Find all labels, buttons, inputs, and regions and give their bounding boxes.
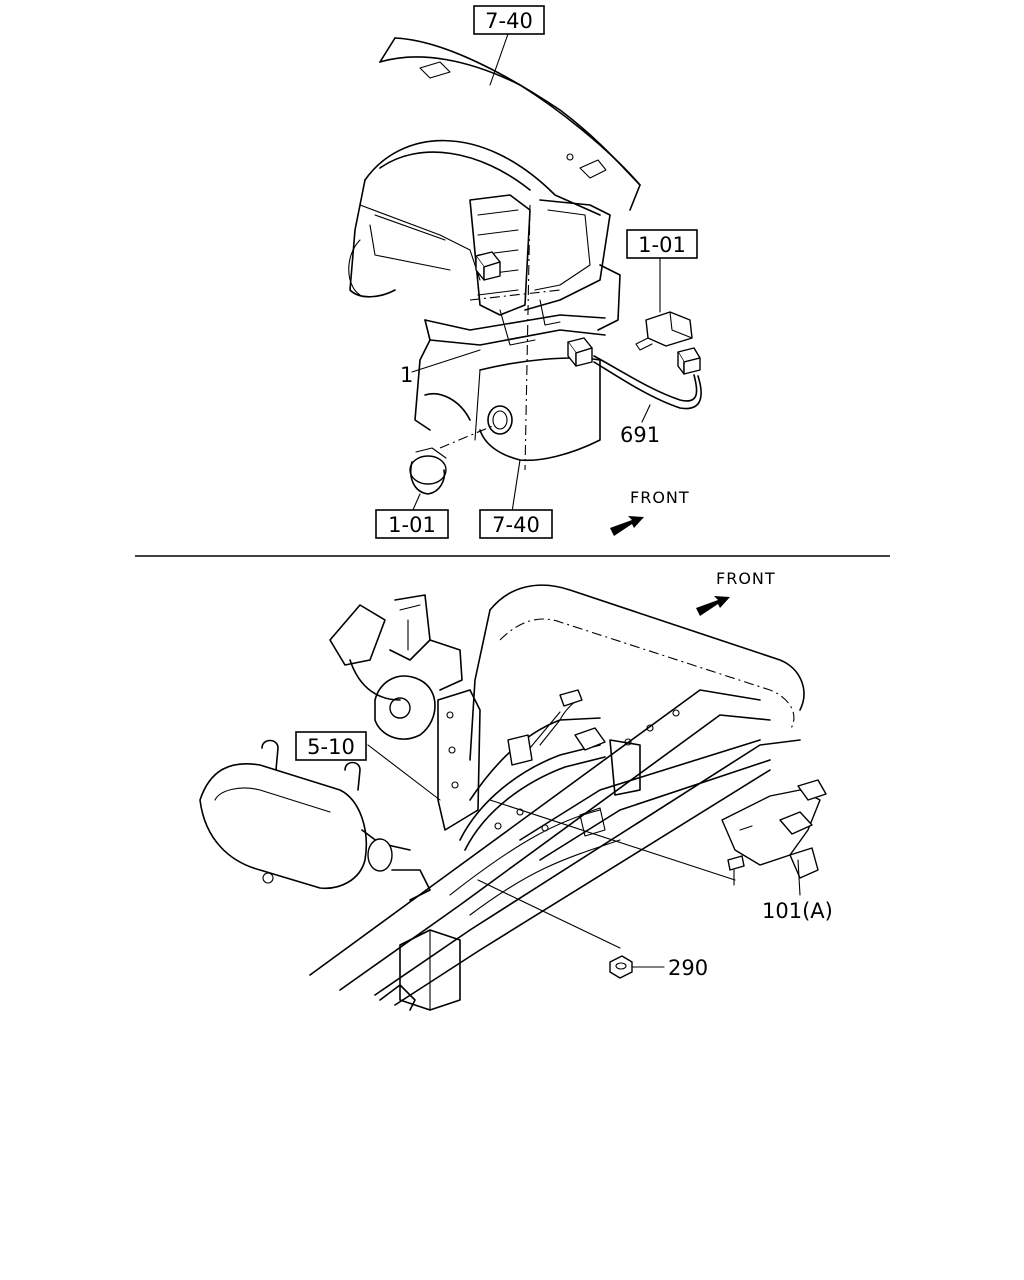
frame-view [199, 584, 827, 1011]
front-label-bottom: FRONT [716, 569, 776, 588]
ref-7-40-bottom-label: 7-40 [492, 513, 540, 537]
ref-5-10-label: 5-10 [307, 735, 355, 759]
part-101a-label: 101(A) [762, 899, 833, 923]
ref-7-40-top-box: 7-40 [473, 5, 545, 35]
instrument-panel-view [348, 33, 702, 513]
front-arrow-top-icon [610, 516, 644, 536]
ref-1-01-bottom-label: 1-01 [388, 513, 436, 537]
ref-7-40-bottom-box: 7-40 [479, 509, 553, 539]
front-label-top: FRONT [630, 488, 690, 507]
ref-1-01-bottom-box: 1-01 [375, 509, 449, 539]
part-1-label: 1 [400, 363, 413, 387]
ref-7-40-top-label: 7-40 [485, 9, 533, 33]
ref-1-01-right-label: 1-01 [638, 233, 686, 257]
part-290-label: 290 [668, 956, 708, 980]
ref-1-01-right-box: 1-01 [626, 229, 698, 259]
part-691-label: 691 [620, 423, 660, 447]
front-arrow-bottom-icon [696, 596, 730, 616]
ref-5-10-box: 5-10 [295, 731, 367, 761]
